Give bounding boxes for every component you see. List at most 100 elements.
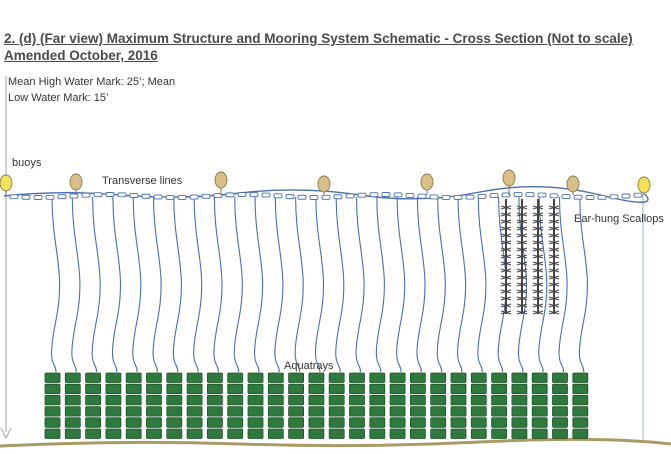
dropline	[254, 196, 264, 373]
aquatray	[85, 406, 101, 417]
aquatray	[349, 428, 365, 439]
dropline	[578, 196, 588, 373]
float-segment	[225, 192, 235, 198]
seabed-line	[0, 437, 671, 448]
scallop	[548, 282, 560, 287]
aquatray	[328, 383, 345, 395]
scallop	[532, 261, 544, 266]
scallop	[516, 240, 528, 245]
scallop	[548, 205, 560, 210]
aquatray	[146, 406, 162, 417]
aquatray	[470, 372, 487, 383]
float-segment	[153, 194, 163, 200]
scallop	[548, 289, 560, 294]
float-segment	[609, 194, 619, 200]
float-segment	[309, 195, 319, 200]
aquatray	[491, 394, 508, 406]
float-segment	[45, 194, 55, 200]
aquatray	[146, 383, 162, 395]
aquatray	[227, 428, 244, 439]
aquatray	[572, 406, 589, 417]
aquatray	[572, 383, 589, 395]
scallop	[532, 310, 544, 315]
dropline	[477, 196, 487, 373]
dropline	[274, 196, 284, 373]
scallop	[548, 212, 560, 217]
scallop	[516, 219, 528, 224]
dropline	[233, 196, 243, 373]
aquatray	[470, 383, 487, 395]
aquatray	[125, 372, 142, 383]
scallop	[548, 240, 560, 245]
aquatray	[389, 372, 406, 383]
aquatray	[85, 372, 101, 383]
aquatray	[450, 428, 467, 439]
aquatray	[349, 406, 365, 417]
float-segment	[357, 192, 367, 198]
aquatray	[44, 372, 61, 383]
float-segment	[429, 194, 439, 200]
aquatray	[247, 372, 264, 383]
aquatray	[511, 417, 528, 428]
scallop	[548, 261, 560, 266]
aquatray	[267, 417, 284, 428]
tide-note: Mean High Water Mark: 25’; Mean Low Wate…	[8, 74, 208, 106]
transverse-lines-label: Transverse lines	[102, 175, 183, 187]
aquatray	[470, 394, 487, 406]
aquatray	[430, 372, 447, 383]
aquatray	[166, 383, 183, 395]
aquatray	[349, 417, 365, 428]
aquatray	[206, 406, 223, 417]
aquatray	[288, 383, 305, 395]
float-segment	[489, 193, 499, 199]
aquatray	[531, 383, 548, 395]
aquatray	[288, 406, 305, 417]
aquatray	[552, 428, 568, 439]
aquatray	[369, 428, 386, 439]
aquatray	[389, 406, 406, 417]
aquatray	[531, 417, 548, 428]
aquatray	[511, 428, 528, 439]
aquatray	[125, 383, 142, 395]
float-segment	[165, 194, 175, 200]
dropline	[436, 196, 446, 373]
aquatray	[85, 383, 101, 395]
tide-line-2: Low Water Mark: 15’	[8, 92, 109, 104]
aquatray	[409, 406, 426, 417]
aquatray	[227, 394, 244, 406]
aquatray	[450, 372, 467, 383]
float-segment	[621, 193, 631, 199]
dropline	[314, 196, 325, 373]
scallop	[532, 282, 544, 287]
aquatray	[409, 383, 426, 395]
dropline	[91, 196, 101, 373]
aquatray	[125, 394, 142, 406]
scallop	[516, 296, 528, 301]
scallop	[500, 226, 512, 231]
aquatray	[389, 417, 406, 428]
float-segment	[213, 193, 223, 199]
scallop	[500, 261, 512, 266]
aquatray	[64, 406, 81, 417]
scallop	[500, 240, 512, 245]
aquatray	[288, 372, 305, 383]
depth-arrow	[0, 427, 12, 440]
aquatray	[409, 428, 426, 439]
scallop	[500, 247, 512, 252]
aquatray	[64, 372, 81, 383]
aquatray	[166, 406, 183, 417]
aquatray	[267, 383, 284, 395]
aquatray	[552, 372, 568, 383]
dropline	[457, 196, 467, 373]
aquatray	[328, 417, 345, 428]
scallop	[516, 261, 528, 266]
buoys-label: buoys	[12, 157, 42, 169]
aquatray	[44, 406, 61, 417]
scallop	[500, 303, 512, 308]
float-segment	[345, 193, 355, 199]
aquatray	[146, 428, 162, 439]
buoy	[637, 176, 651, 194]
aquatray	[166, 417, 183, 428]
aquatray	[531, 428, 548, 439]
